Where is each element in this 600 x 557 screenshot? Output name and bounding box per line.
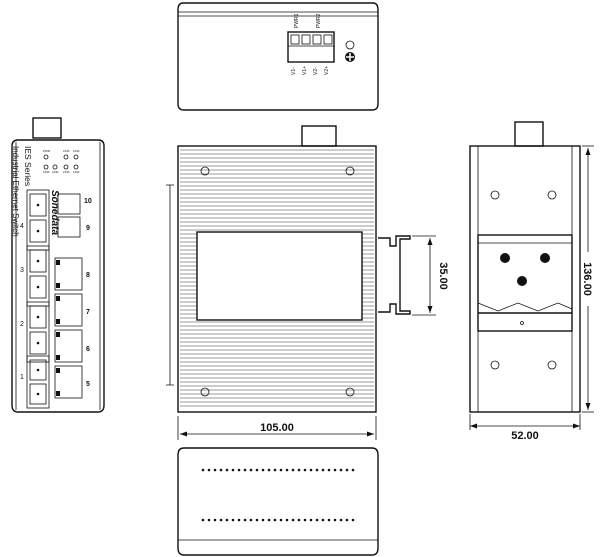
vent-hole	[327, 468, 331, 472]
vent-hole	[219, 468, 223, 472]
vent-hole	[243, 518, 247, 522]
pin-label: V2+	[324, 66, 330, 75]
led-label: LINK	[63, 170, 70, 174]
side-view	[166, 125, 411, 413]
product-label: Industrial Ethernet Switch	[11, 146, 20, 237]
vent-hole	[237, 468, 241, 472]
led-label: PWR	[43, 149, 51, 153]
port-label: 2	[20, 321, 24, 328]
brand-logo: Sonedata	[49, 190, 60, 235]
port-label: 6	[86, 346, 90, 353]
vent-hole	[345, 468, 349, 472]
led-label: LINK	[43, 170, 50, 174]
vent-hole	[297, 468, 301, 472]
vent-hole	[279, 518, 283, 522]
vent-hole	[225, 468, 229, 472]
led-label: LINK	[73, 149, 80, 153]
vent-hole	[231, 468, 235, 472]
vent-hole	[267, 468, 271, 472]
din-rail-dimension: 35.00	[412, 235, 449, 316]
pin-label: V2-	[313, 67, 319, 75]
vent-hole	[207, 518, 211, 522]
vent-hole	[231, 518, 235, 522]
front-panel-view: PWR LINK LINK LINK LINK LINK LINK IES Se…	[11, 117, 105, 413]
vent-hole	[249, 468, 253, 472]
port-label: 10	[84, 198, 92, 205]
bottom-view	[177, 447, 379, 556]
vent-hole	[309, 518, 313, 522]
vent-hole	[303, 518, 307, 522]
depth-value: 52.00	[511, 430, 539, 442]
vent-hole	[261, 468, 265, 472]
vent-hole	[321, 518, 325, 522]
top-view: PWR1 PWR2 V1- V1+ V2- V2+	[177, 2, 379, 111]
vent-hole	[351, 468, 355, 472]
vent-hole	[333, 518, 337, 522]
vent-hole	[213, 518, 217, 522]
vent-hole	[351, 518, 355, 522]
vent-hole	[225, 518, 229, 522]
vent-hole	[243, 468, 247, 472]
vent-hole	[315, 468, 319, 472]
vent-hole	[297, 518, 301, 522]
vent-hole	[285, 518, 289, 522]
vent-hole	[249, 518, 253, 522]
height-value: 136.00	[581, 262, 593, 296]
rear-view: 52.00 136.00	[469, 121, 597, 442]
pwr1-label: PWR1	[294, 13, 300, 28]
led-label: LINK	[73, 170, 80, 174]
port-label: 5	[86, 381, 90, 388]
din-rail-value: 35.00	[437, 262, 449, 290]
vent-hole	[273, 468, 277, 472]
vent-hole	[279, 468, 283, 472]
vent-hole	[255, 468, 259, 472]
port-label: 3	[20, 267, 24, 274]
mounting-screws	[200, 166, 355, 397]
port-label: 4	[20, 223, 24, 230]
vent-hole	[237, 518, 241, 522]
vent-hole	[213, 468, 217, 472]
vent-hole	[339, 518, 343, 522]
vent-hole	[201, 518, 205, 522]
vent-hole	[345, 518, 349, 522]
led-label: LINK	[52, 170, 59, 174]
vent-hole	[201, 468, 205, 472]
vent-hole	[339, 468, 343, 472]
vent-hole	[315, 518, 319, 522]
port-label: 7	[86, 309, 90, 316]
vent-hole	[261, 518, 265, 522]
vent-hole	[207, 468, 211, 472]
led-label: LINK	[63, 149, 70, 153]
vent-hole	[327, 518, 331, 522]
vent-hole	[333, 468, 337, 472]
port-label: 8	[86, 272, 90, 279]
pwr2-label: PWR2	[316, 13, 322, 28]
vent-hole	[303, 468, 307, 472]
vent-hole	[273, 518, 277, 522]
pin-label: V1+	[302, 66, 308, 75]
vent-hole	[255, 518, 259, 522]
vent-hole	[267, 518, 271, 522]
series-label: IES Series	[23, 146, 33, 186]
ground-screw-small-icon	[345, 40, 355, 50]
vent-hole	[219, 518, 223, 522]
vent-hole	[321, 468, 325, 472]
vent-hole	[309, 468, 313, 472]
width-dimension: 105.00	[177, 416, 377, 440]
width-value: 105.00	[260, 422, 294, 434]
sfp-ports	[26, 189, 50, 409]
vent-hole	[291, 468, 295, 472]
vent-hole	[291, 518, 295, 522]
rj45-ports	[54, 193, 83, 399]
port-label: 9	[86, 225, 90, 232]
vent-hole	[285, 468, 289, 472]
pin-label: V1-	[291, 67, 297, 75]
port-label: 1	[20, 374, 24, 381]
